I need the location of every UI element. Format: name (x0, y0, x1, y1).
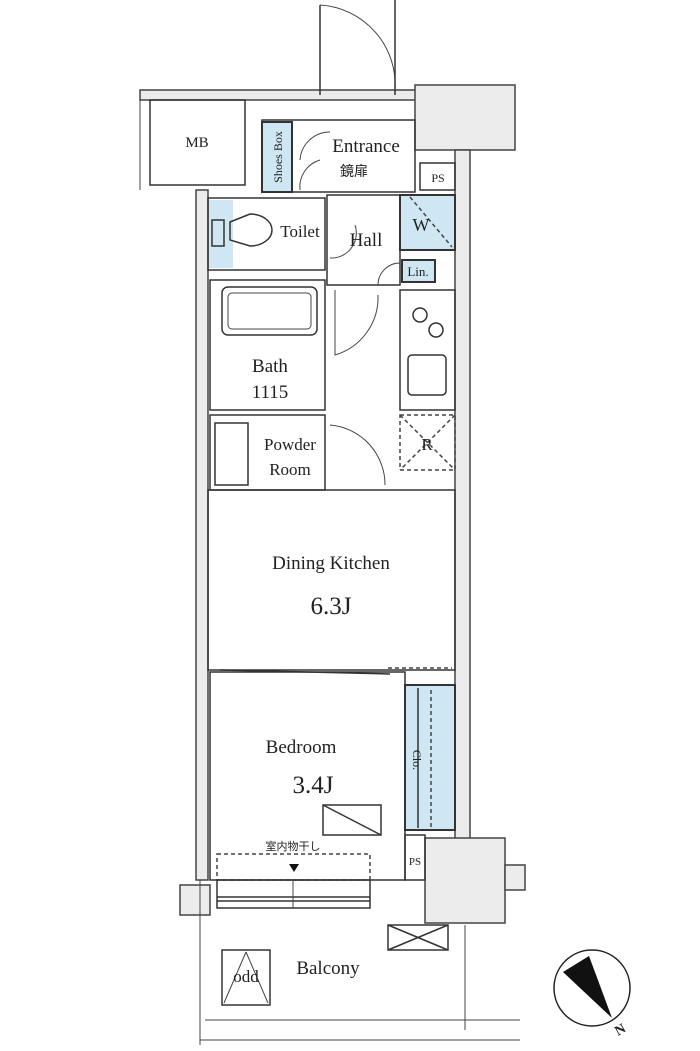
mb-label: MB (185, 135, 208, 151)
bath-room (209, 279, 326, 411)
vanity-icon (214, 422, 249, 486)
refrigerator-space (399, 414, 456, 471)
dining-kitchen-size: 6.3J (311, 593, 352, 620)
kitchen-counter (399, 289, 456, 411)
aircon-icon (322, 804, 382, 836)
mirror-door-label: 鏡扉 (340, 164, 368, 180)
balcony-window[interactable] (216, 879, 371, 909)
linen-label: Lin. (407, 264, 428, 279)
compass-north-label: N (613, 1021, 629, 1039)
north-compass-icon (553, 949, 631, 1027)
sink-icon (407, 354, 447, 396)
entrance-label: Entrance (332, 136, 400, 157)
closet-label: Clo. (410, 750, 424, 770)
ps-bottom-label: PS (409, 856, 421, 868)
arrow-down-icon (289, 864, 299, 872)
bedroom-label: Bedroom (266, 737, 337, 758)
dining-kitchen-label: Dining Kitchen (272, 553, 390, 574)
odd-label: odd (233, 967, 259, 986)
washer-label: W (413, 215, 430, 235)
bath-label: Bath (252, 356, 288, 377)
powder-room-label-1: Powder (264, 435, 316, 454)
dining-kitchen (207, 489, 456, 671)
toilet-label: Toilet (280, 222, 320, 241)
mb-room (149, 99, 246, 186)
outdoor-unit (387, 924, 449, 951)
powder-room-label-2: Room (269, 460, 311, 479)
balcony-label: Balcony (296, 958, 360, 979)
indoor-drying-label: 室内物干し (266, 839, 321, 853)
ps-top-label: PS (431, 171, 444, 185)
bedroom-size: 3.4J (293, 772, 334, 799)
toilet-room (207, 197, 326, 271)
shoes-box (261, 121, 293, 193)
refrigerator-label: R (421, 435, 433, 454)
shoes-box-label: Shoes Box (271, 131, 285, 183)
washer-space (399, 194, 456, 251)
entrance-door[interactable] (319, 0, 396, 95)
linen-closet (401, 259, 436, 283)
emergency-hatch (221, 949, 271, 1006)
hall-label: Hall (350, 230, 383, 251)
closet (404, 684, 456, 831)
bath-size: 1115 (252, 382, 289, 403)
stove-burner-icon (412, 307, 428, 323)
stove-burner-icon (428, 322, 444, 338)
